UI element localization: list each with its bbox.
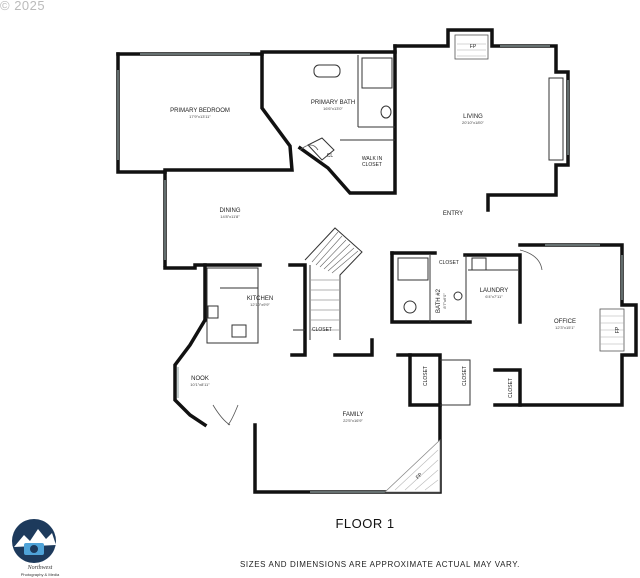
dining-walls [163, 180, 197, 270]
primary-bedroom-dims: 17'9"x13'11" [189, 114, 211, 119]
cl-label: CL [327, 153, 334, 159]
copyright-watermark: © 2025 [0, 0, 46, 13]
logo-name: Northwest [27, 565, 53, 571]
primary-bedroom-walls [116, 52, 294, 267]
nook-dims: 10'1"x8'11" [190, 382, 210, 387]
closet-family-mid-label: CLOSET [462, 366, 468, 386]
kitchen-walls [193, 263, 307, 357]
primary-bath-label: PRIMARY BATH [311, 100, 355, 106]
nook-walls [173, 317, 239, 428]
laundry-dims: 6'4"x7'11" [485, 294, 503, 299]
living-label: LIVING [463, 114, 483, 120]
family-label: FAMILY [343, 412, 364, 418]
disclaimer-text: SIZES AND DIMENSIONS ARE APPROXIMATE ACT… [239, 560, 521, 569]
primary-bath-dims: 16'6"x13'0" [323, 106, 343, 111]
fp-living-label: FP [470, 44, 477, 50]
closet-family-left-label: CLOSET [423, 366, 429, 386]
northwest-logo-icon [12, 519, 56, 563]
logo-subtitle: Photography & Media [20, 572, 60, 577]
closet-entry-label: CLOSET [439, 260, 459, 266]
office-label: OFFICE [554, 319, 576, 325]
living-walls [393, 28, 570, 212]
office-dims: 12'3"x15'1" [555, 325, 575, 330]
dining-dims: 14'8"x11'8" [220, 214, 240, 219]
closet-office-label: CLOSET [508, 378, 514, 398]
living-dims: 20'10"x18'0" [462, 120, 485, 125]
kitchen-label: KITCHEN [247, 296, 273, 302]
walk-in-closet-label-2: CLOSET [362, 162, 382, 168]
family-walls [253, 338, 442, 494]
fp-family-label: FP [415, 471, 424, 480]
family-closets [408, 353, 522, 407]
fp-office-label: FP [615, 326, 621, 333]
kitchen-dims: 12'10"x9'9" [250, 302, 270, 307]
entry-label: ENTRY [443, 211, 463, 217]
bath2-label: BATH #2 [436, 288, 442, 313]
nook-label: NOOK [191, 376, 209, 382]
walk-in-closet-label-1: WALK IN [362, 156, 383, 162]
office-walls [493, 243, 638, 407]
laundry-label: LAUNDRY [480, 288, 509, 294]
primary-bath-walls [260, 44, 397, 195]
dining-label: DINING [220, 208, 241, 214]
closet-stair-label: CLOSET [312, 327, 332, 333]
bath2-laundry-walls [390, 251, 522, 324]
floor-title: FLOOR 1 [335, 516, 395, 531]
staircase [304, 227, 363, 340]
family-dims: 22'5"x16'9" [343, 418, 363, 423]
bath2-dims: 8'7"x6'0" [442, 293, 447, 309]
primary-bedroom-label: PRIMARY BEDROOM [170, 108, 230, 114]
